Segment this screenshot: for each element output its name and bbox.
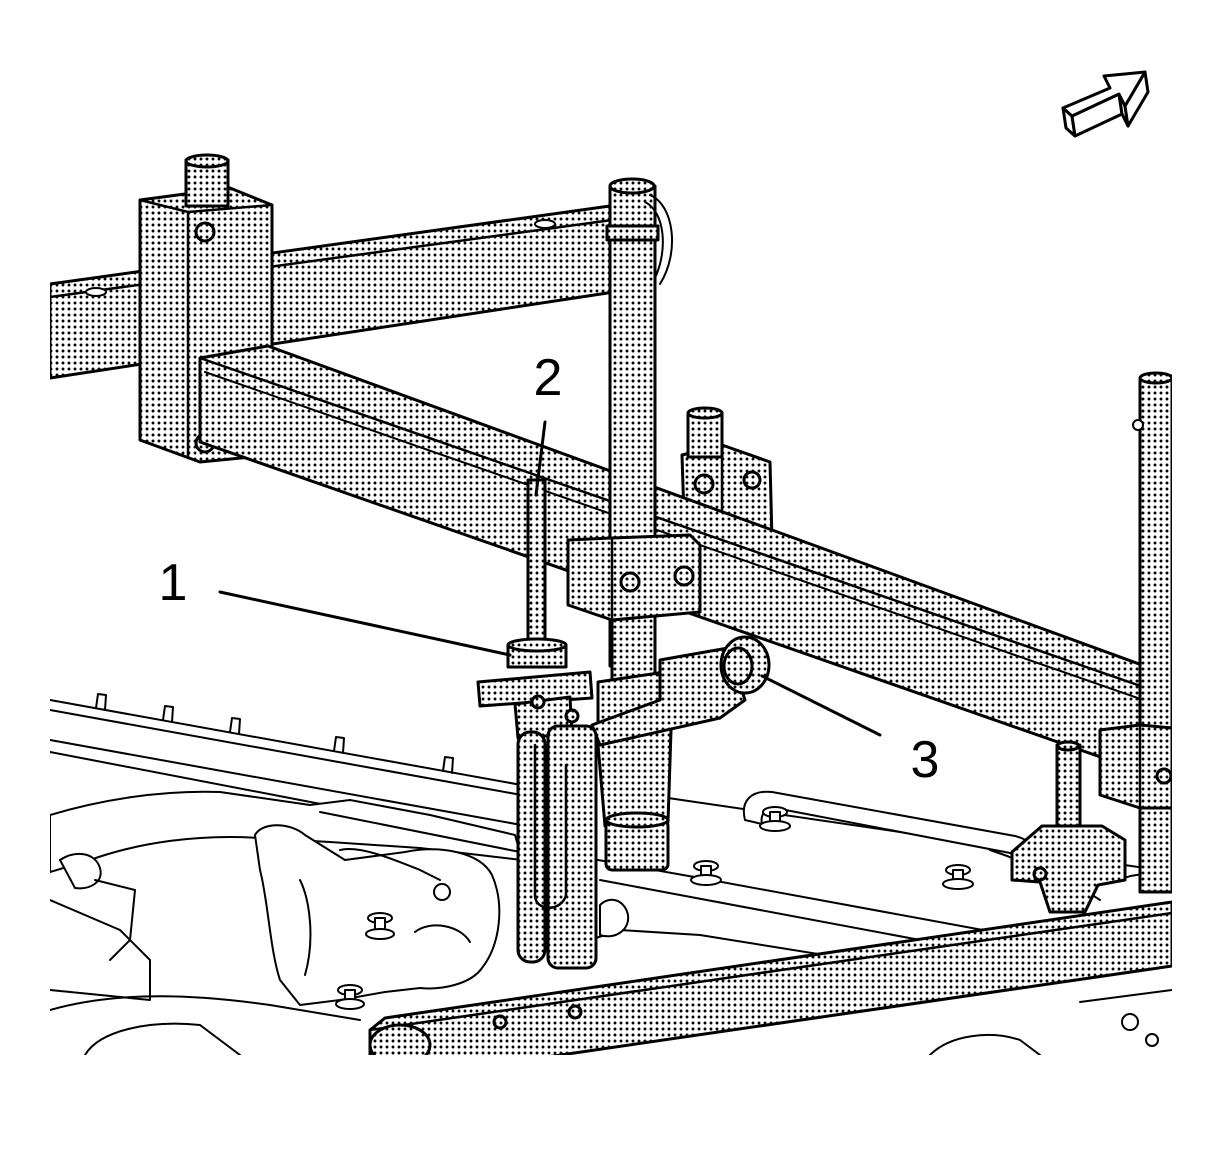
- stud-bolt: [335, 984, 365, 1010]
- lower-beam-bolt: [567, 1004, 583, 1020]
- stud-bolt: [365, 912, 395, 940]
- bracket-bolt: [530, 694, 546, 710]
- callout-3-label: 3: [911, 731, 940, 789]
- lower-beam-end-cap: [368, 1023, 432, 1055]
- right-post-bolt: [1155, 767, 1172, 785]
- center-post-wire: [644, 201, 664, 279]
- coolant-tube: [742, 790, 1041, 873]
- support-foot: [1010, 824, 1127, 914]
- engine-panel-line: [319, 811, 521, 853]
- lower-hook-rods: [516, 724, 598, 970]
- hose-fitting: [599, 898, 630, 938]
- center-post-strap: [605, 224, 660, 242]
- center-post-wire: [649, 194, 673, 285]
- lower-engine-line: [929, 1034, 1041, 1055]
- cowl-clip: [333, 736, 345, 754]
- bolt-head: [1145, 1033, 1159, 1047]
- cowl-edge-upper: [50, 699, 528, 787]
- cowl-edge-lower: [50, 739, 528, 827]
- front-lower-beam: [368, 900, 1172, 1055]
- bracket-bolt: [564, 708, 580, 724]
- item-3-adjuster: [590, 635, 771, 747]
- center-post-foot-top: [604, 811, 670, 829]
- cowl-clip: [95, 693, 107, 711]
- center-post-top: [608, 177, 656, 195]
- callout-2-label: 2: [534, 349, 563, 407]
- center-lift-post: [596, 177, 674, 872]
- beam-clamp-block: [566, 533, 702, 622]
- engine-housing-arc: [84, 1022, 241, 1055]
- cowl-clip: [229, 717, 241, 735]
- lower-beam-bolt: [492, 1014, 508, 1030]
- callout-1-leader: [218, 590, 512, 657]
- right-support-leg: [1010, 740, 1127, 914]
- beam-hole: [85, 287, 107, 297]
- lower-engine-line: [1079, 989, 1172, 1003]
- intake-hose: [339, 848, 441, 881]
- clamp-bolt: [619, 571, 641, 593]
- illustration: [50, 153, 1172, 1055]
- left-block-post-top: [184, 153, 230, 169]
- sensor-connector: [59, 852, 102, 890]
- right-post-block: [1098, 723, 1172, 810]
- intake-rib: [414, 924, 471, 943]
- wiring-harness: [94, 879, 136, 961]
- middle-block-bolt: [742, 470, 762, 490]
- cowl-clip: [162, 705, 174, 723]
- callout-3-leader: [760, 674, 882, 737]
- left-block-bolt: [194, 221, 216, 243]
- intake-stud: [433, 883, 451, 901]
- engine-housing-arc: [50, 995, 361, 1021]
- hook-rod-inner: [546, 724, 598, 970]
- rear-crossbeam: [50, 204, 616, 380]
- direction-arrow-icon: [1061, 70, 1150, 138]
- engine-bay: [50, 693, 1172, 1055]
- item-2-hook-rod: [526, 478, 547, 654]
- right-post-top: [1138, 371, 1172, 385]
- clamp-bolt: [673, 565, 695, 587]
- callout-1-label: 1: [159, 554, 188, 612]
- support-foot-bolt: [1032, 866, 1048, 882]
- right-post-pin: [1132, 419, 1144, 431]
- stud-bolt: [942, 864, 974, 890]
- adjuster-knob-face: [722, 646, 754, 686]
- item-1-wing-nut: [506, 637, 568, 669]
- cowl-clip: [442, 756, 454, 774]
- bolt-head: [1121, 1013, 1139, 1031]
- right-upright-post: [1098, 371, 1172, 894]
- hook-rod-outer: [516, 730, 547, 964]
- beam-hole: [534, 219, 556, 229]
- stud-bolt: [690, 860, 722, 886]
- middle-block-post: [686, 411, 724, 459]
- intake-rib: [299, 879, 312, 976]
- callout-2-leader: [534, 420, 547, 497]
- middle-block-post-top: [686, 406, 724, 420]
- middle-block-bolt: [693, 473, 715, 495]
- hook-rod-j: [533, 743, 568, 909]
- engine-housing-left: [50, 899, 151, 1001]
- stud-bolt: [759, 806, 791, 832]
- cowl-edge-middle: [50, 709, 528, 797]
